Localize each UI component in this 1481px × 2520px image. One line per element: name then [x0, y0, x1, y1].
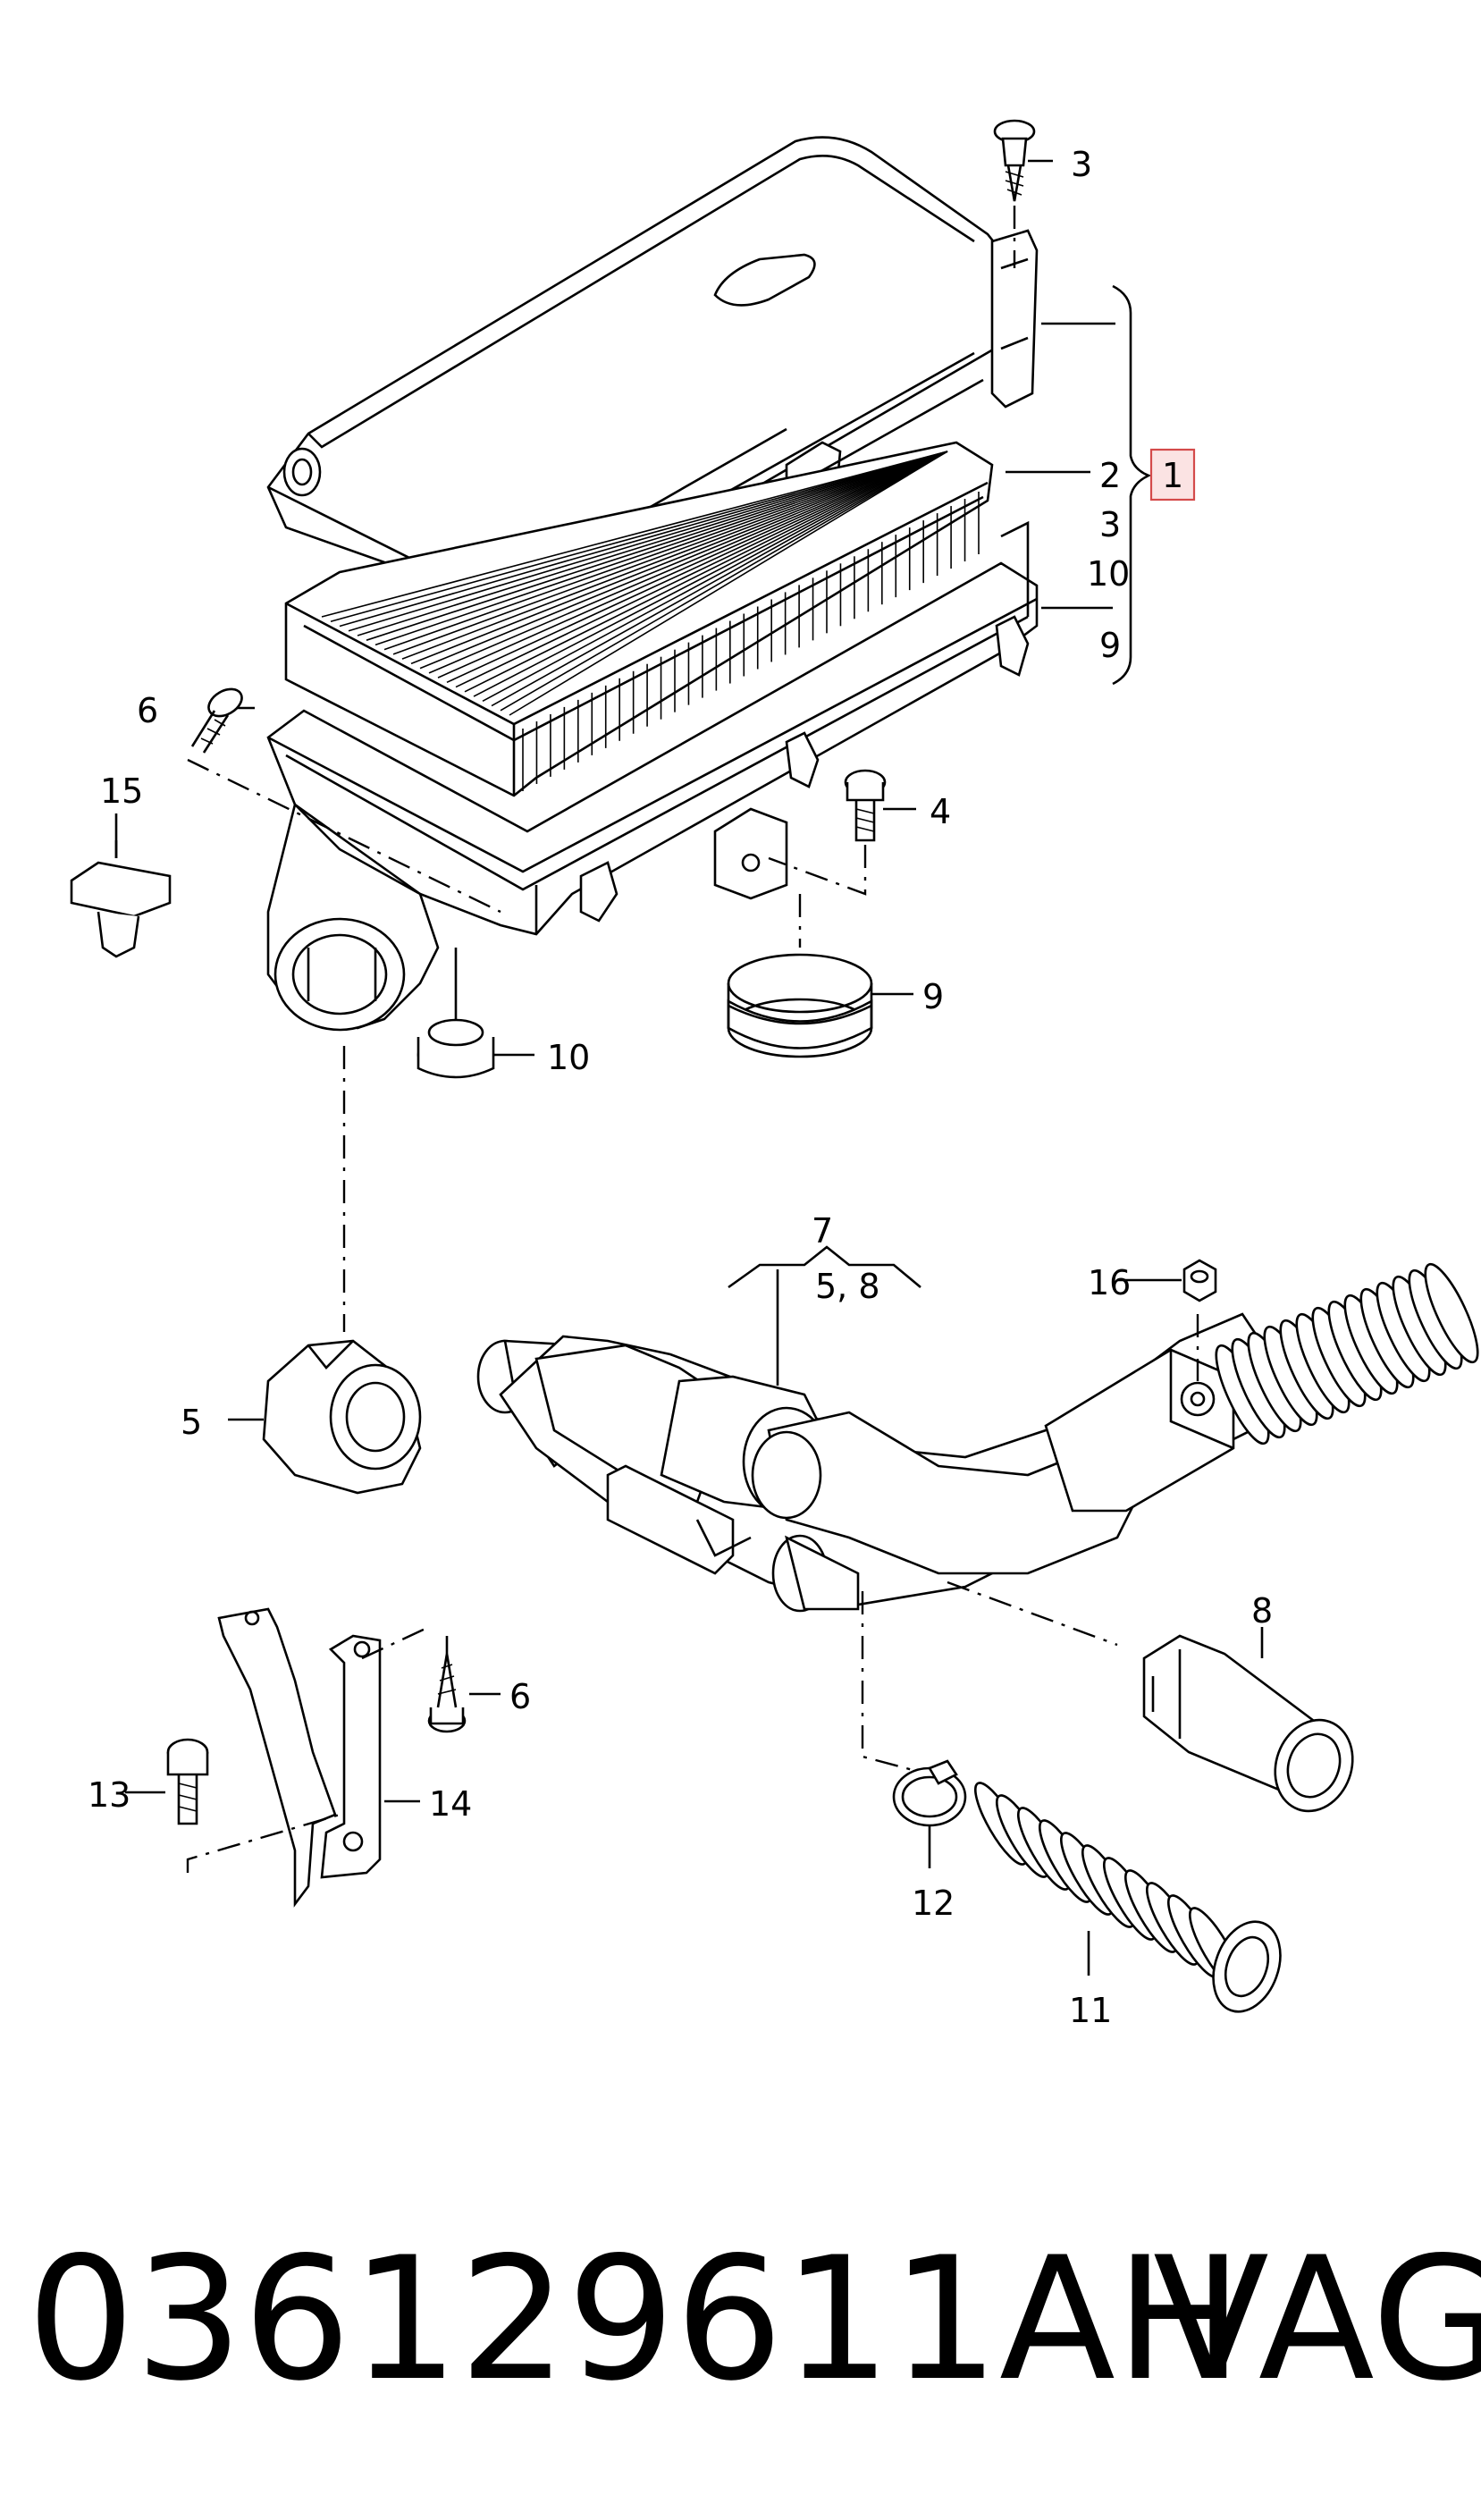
callout-12: 12: [912, 1884, 955, 1923]
screw-3-top-icon: [993, 119, 1036, 268]
callout-5-8: 5, 8: [815, 1267, 880, 1306]
callout-1-highlight-box: [1149, 448, 1196, 501]
callout-11: 11: [1069, 1991, 1112, 2030]
brand-name: VAG: [1153, 2221, 1481, 2418]
callout-16: 16: [1088, 1263, 1131, 1302]
part-number: 036129611AH: [27, 2221, 1243, 2418]
callout-14: 14: [429, 1784, 472, 1824]
corrugated-hose-11: [974, 1782, 1282, 2013]
callout-8: 8: [1251, 1591, 1273, 1631]
hose-11-ribs: [974, 1782, 1242, 1991]
callout-7: 7: [812, 1211, 833, 1251]
callout-4: 4: [930, 792, 951, 831]
callout-15: 15: [100, 771, 143, 811]
callout-9-seal: 9: [922, 977, 944, 1016]
callout-1: 1: [1162, 456, 1183, 495]
bolt-4-icon: [768, 769, 887, 896]
adapter-5-icon: [262, 1046, 422, 1495]
hose-clamp-12-icon: [892, 1759, 967, 1827]
bracket-14-icon: [186, 1607, 430, 1908]
grommet-10-icon: [417, 948, 495, 1079]
callout-labels: 1 2 3 10 9 3 4 6 15 9 10 7 5, 8 16 5 8 6…: [88, 145, 1273, 2030]
clip-15-icon: [70, 840, 172, 958]
filter-pleats: [321, 451, 980, 791]
funnel-8-icon: [1142, 1634, 1354, 1813]
callout-10-grommet: 10: [547, 1038, 590, 1077]
air-filter-element: [284, 441, 994, 797]
callout-6-bottom: 6: [509, 1677, 531, 1716]
callout-10-list: 10: [1087, 554, 1130, 594]
seal-ring-9-icon: [727, 894, 873, 1058]
air-filter-lower-housing: [266, 520, 1039, 1032]
callout-3-top: 3: [1071, 145, 1092, 184]
callout-13: 13: [88, 1775, 130, 1815]
screw-6-bottom-icon: [427, 1636, 467, 1733]
intake-duct-7: [476, 1262, 1479, 1776]
callout-9-list: 9: [1099, 626, 1121, 665]
bolt-13-icon: [166, 1738, 209, 1825]
leader-lines: [114, 159, 1264, 1976]
corrugated-outlet: [1215, 1262, 1479, 1445]
callout-6-top: 6: [137, 691, 158, 730]
callout-3-list: 3: [1099, 505, 1121, 544]
screw-6-top-icon: [187, 687, 501, 914]
callout-5: 5: [181, 1403, 202, 1442]
nut-16-icon: [1182, 1259, 1217, 1302]
callout-2: 2: [1099, 456, 1121, 495]
